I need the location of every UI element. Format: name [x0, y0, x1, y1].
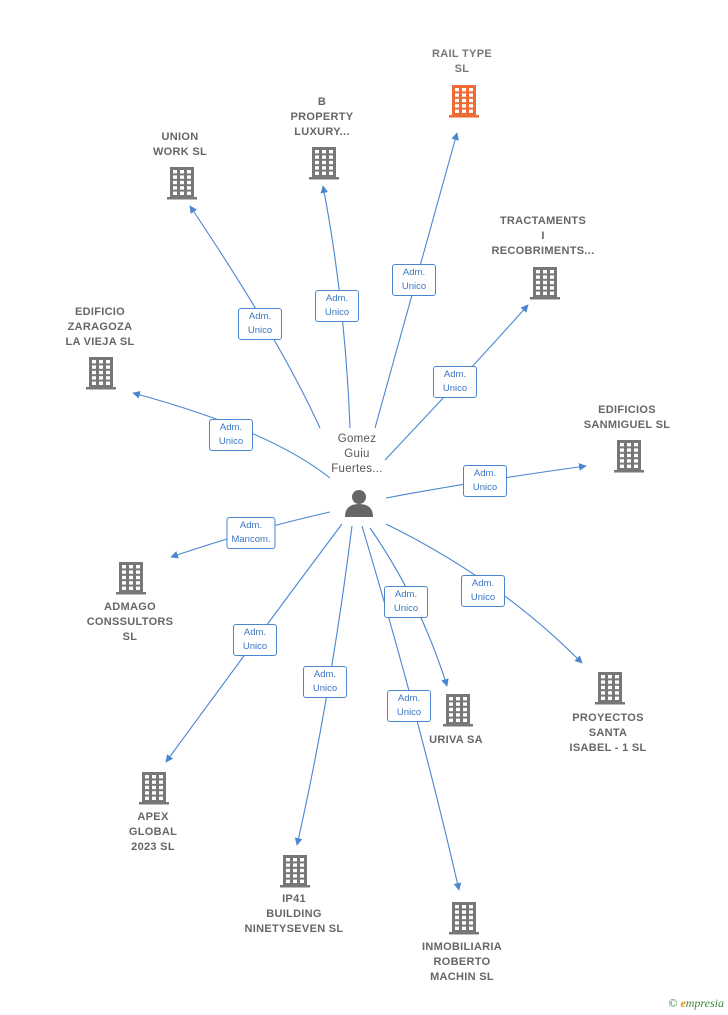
role-badge-edificio-zaragoza[interactable]: Adm. Unico [209, 419, 253, 451]
node-label-admago[interactable]: ADMAGO CONSSULTORS SL [86, 600, 174, 643]
building-icon-union-work-sl[interactable] [167, 167, 197, 200]
node-label-rail-type-sl[interactable]: RAIL TYPE SL [432, 48, 492, 75]
brand-initial: e [680, 996, 686, 1010]
role-badge-inmobiliaria-roberto[interactable]: Adm. Unico [387, 690, 431, 722]
role-badge-uriva-sa[interactable]: Adm. Unico [384, 586, 428, 618]
building-icon-edificio-zaragoza[interactable] [86, 357, 116, 390]
icons-layer [86, 85, 644, 935]
building-icon-inmobiliaria-roberto[interactable] [449, 902, 479, 935]
building-icon-uriva-sa[interactable] [443, 694, 473, 727]
node-label-inmobiliaria-roberto[interactable]: INMOBILIARIA ROBERTO MACHIN SL [422, 940, 502, 983]
node-label-uriva-sa[interactable]: URIVA SA [429, 733, 483, 746]
role-badge-admago[interactable]: Adm. Mancom. [226, 517, 276, 549]
building-icon-rail-type-sl[interactable] [449, 85, 479, 118]
role-badge-edificios-sanmiguel[interactable]: Adm. Unico [463, 465, 507, 497]
building-icon-ip41-building[interactable] [280, 855, 310, 888]
brand-watermark[interactable]: ©empresia [668, 996, 724, 1011]
center-person-label[interactable]: Gomez Guiu Fuertes... [331, 432, 383, 475]
node-label-b-property-luxury[interactable]: B PROPERTY LUXURY... [290, 95, 354, 138]
building-icon-apex-global[interactable] [139, 772, 169, 805]
role-badge-apex-global[interactable]: Adm. Unico [233, 624, 277, 656]
role-badge-union-work-sl[interactable]: Adm. Unico [238, 308, 282, 340]
role-badge-rail-type-sl[interactable]: Adm. Unico [392, 264, 436, 296]
role-badge-ip41-building[interactable]: Adm. Unico [303, 666, 347, 698]
copyright-symbol: © [668, 996, 678, 1010]
building-icon-tractaments[interactable] [530, 267, 560, 300]
role-badge-b-property-luxury[interactable]: Adm. Unico [315, 290, 359, 322]
building-icon-admago[interactable] [116, 562, 146, 595]
role-badge-proyectos-santa-isabel[interactable]: Adm. Unico [461, 575, 505, 607]
brand-name: mpresia [685, 996, 724, 1010]
node-label-edificios-sanmiguel[interactable]: EDIFICIOS SANMIGUEL SL [583, 404, 671, 431]
building-icon-edificios-sanmiguel[interactable] [614, 440, 644, 473]
building-icon-b-property-luxury[interactable] [309, 147, 339, 180]
node-label-edificio-zaragoza[interactable]: EDIFICIO ZARAGOZA LA VIEJA SL [65, 305, 135, 348]
building-icon-proyectos-santa-isabel[interactable] [595, 672, 625, 705]
node-label-ip41-building[interactable]: IP41 BUILDING NINETYSEVEN SL [244, 892, 344, 935]
role-badge-tractaments[interactable]: Adm. Unico [433, 366, 477, 398]
node-label-tractaments[interactable]: TRACTAMENTS I RECOBRIMENTS... [491, 214, 595, 257]
node-label-union-work-sl[interactable]: UNION WORK SL [152, 131, 208, 158]
node-label-apex-global[interactable]: APEX GLOBAL 2023 SL [128, 810, 178, 853]
node-label-proyectos-santa-isabel[interactable]: PROYECTOS SANTA ISABEL - 1 SL [569, 711, 647, 754]
person-icon[interactable] [345, 490, 373, 517]
